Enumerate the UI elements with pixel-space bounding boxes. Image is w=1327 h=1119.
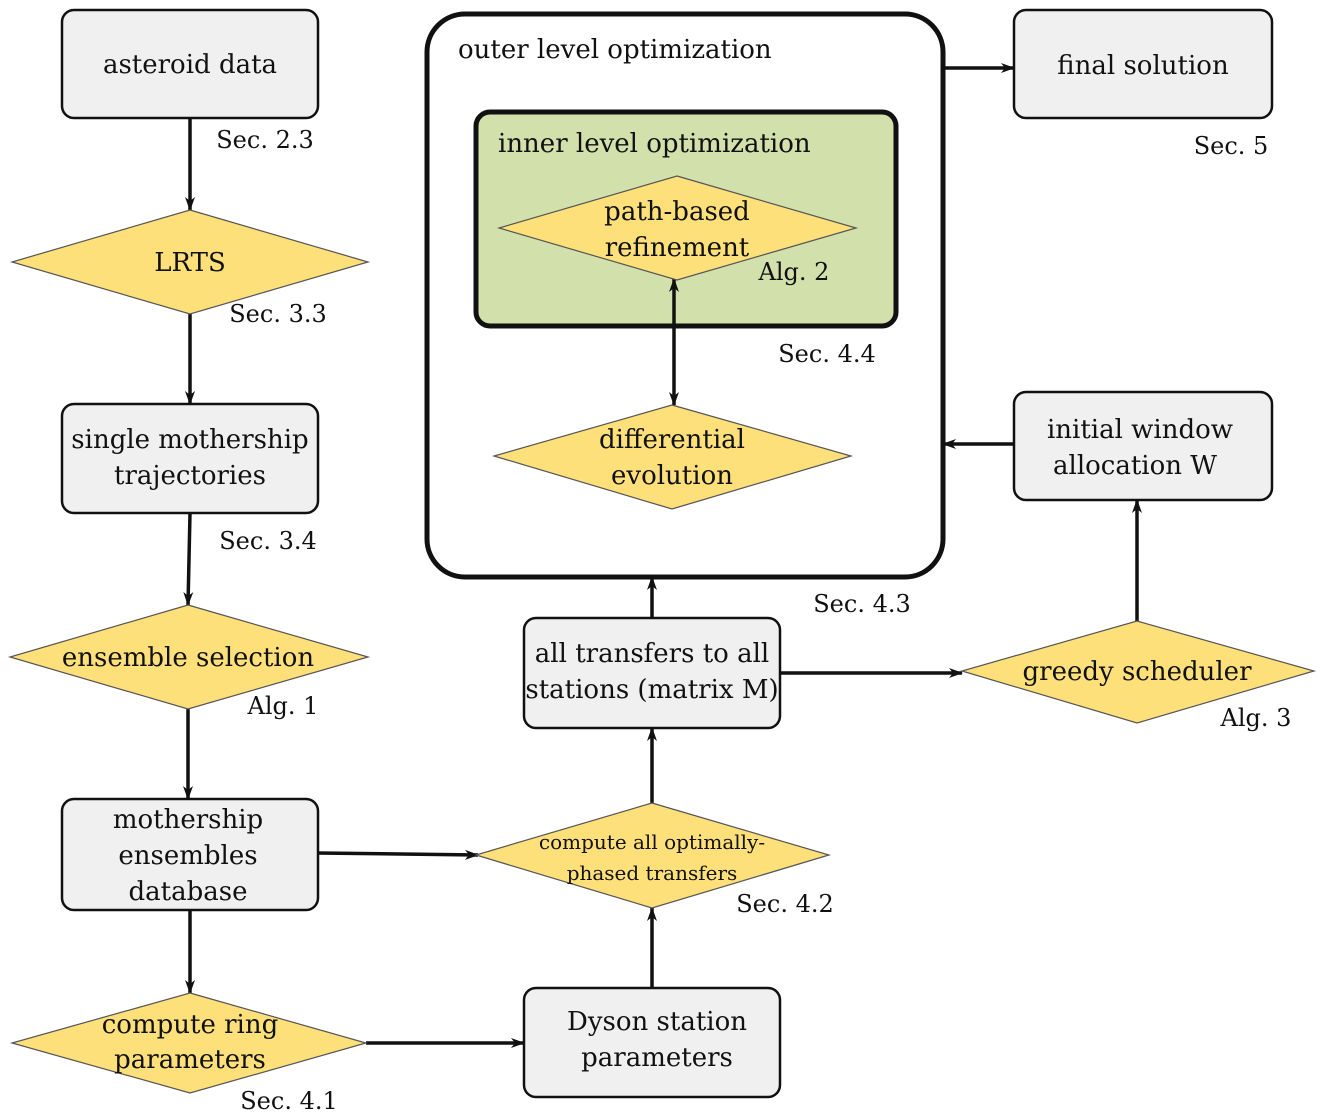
path-refinement-diamond: path-based refinement (496, 175, 859, 281)
compute-transfers-ref: Sec. 4.2 (736, 890, 834, 918)
lrts-label: LRTS (154, 248, 226, 278)
mothership-db-box: mothership ensembles database (60, 797, 320, 912)
asteroid-data-label: asteroid data (103, 50, 277, 80)
initial-window-line1: initial window (1047, 415, 1233, 445)
single-mothership-box: single mothership trajectories (60, 402, 320, 515)
initial-window-line2: allocation W (1053, 451, 1217, 481)
dyson-params-box: Dyson station parameters (522, 986, 782, 1099)
differential-evolution-line2: evolution (611, 461, 733, 491)
asteroid-data-ref: Sec. 2.3 (216, 126, 314, 154)
compute-transfers-line1: compute all optimally- (539, 830, 765, 854)
final-solution-label: final solution (1057, 51, 1229, 81)
compute-transfers-diamond: compute all optimally- phased transfers (473, 802, 832, 909)
path-refinement-ref: Alg. 2 (758, 258, 830, 286)
path-refinement-line1: path-based (604, 197, 750, 227)
single-mothership-line1: single mothership (71, 425, 308, 455)
greedy-scheduler-diamond: greedy scheduler (959, 620, 1317, 724)
final-solution-ref: Sec. 5 (1194, 132, 1269, 160)
ensemble-selection-ref: Alg. 1 (247, 692, 319, 720)
differential-evolution-line1: differential (599, 425, 745, 455)
compute-ring-line1: compute ring (102, 1010, 279, 1040)
ensemble-selection-label: ensemble selection (62, 643, 315, 673)
lrts-ref: Sec. 3.3 (229, 300, 327, 328)
initial-window-box: initial window allocation W (1012, 390, 1274, 502)
edge-db-to-compute (316, 849, 479, 860)
compute-ring-diamond: compute ring parameters (9, 992, 369, 1094)
outer-level-ref: Sec. 4.3 (813, 590, 911, 618)
all-transfers-box: all transfers to all stations (matrix M) (522, 616, 782, 730)
dyson-params-line1: Dyson station (567, 1007, 747, 1037)
mothership-db-line2: ensembles (118, 841, 257, 871)
dyson-params-line2: parameters (581, 1043, 733, 1073)
single-mothership-line2: trajectories (114, 461, 266, 491)
edges (183, 63, 1142, 1048)
asteroid-data-box: asteroid data (60, 8, 320, 120)
all-transfers-line2: stations (matrix M) (525, 675, 778, 705)
inner-level-ref: Sec. 4.4 (778, 340, 876, 368)
ensemble-selection-diamond: ensemble selection (7, 604, 371, 710)
mothership-db-line3: database (129, 877, 248, 907)
outer-level-label: outer level optimization (458, 35, 772, 65)
compute-transfers-line2: phased transfers (567, 861, 738, 885)
inner-level-label: inner level optimization (498, 129, 811, 159)
greedy-scheduler-label: greedy scheduler (1023, 657, 1253, 687)
all-transfers-line1: all transfers to all (535, 639, 769, 669)
mothership-db-line1: mothership (113, 805, 263, 835)
path-refinement-line2: refinement (605, 233, 750, 263)
lrts-diamond: LRTS (9, 209, 371, 315)
single-mothership-ref: Sec. 3.4 (219, 527, 317, 555)
compute-ring-ref: Sec. 4.1 (240, 1087, 338, 1115)
differential-evolution-diamond: differential evolution (491, 404, 854, 510)
final-solution-box: final solution (1012, 8, 1274, 120)
compute-ring-line2: parameters (114, 1045, 266, 1075)
edge-single-to-ensemble (183, 512, 194, 606)
greedy-scheduler-ref: Alg. 3 (1220, 704, 1292, 732)
